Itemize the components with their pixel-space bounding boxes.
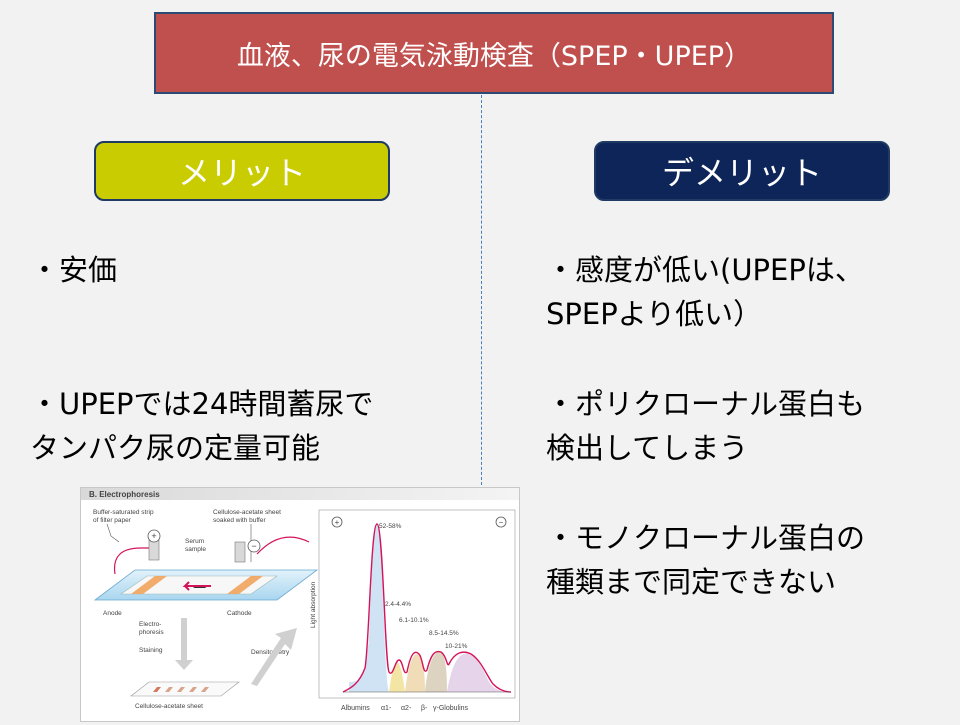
anode-buffer-strip — [131, 576, 167, 594]
leader-buffer — [106, 523, 120, 543]
anode-wire — [113, 547, 149, 575]
demerit-header: デメリット — [594, 141, 890, 201]
label-anode: Anode — [103, 610, 122, 617]
figure-heading: B. Electrophoresis — [89, 490, 160, 499]
axis-label-gamma: γ-Globulins — [433, 705, 469, 712]
label-acetate-sheet-2: soaked with buffer — [213, 517, 266, 524]
slide-title: 血液、尿の電気泳動検査（SPEP・UPEP） — [154, 12, 834, 94]
demerit-item-2: ・ポリクローナル蛋白も 検出してしまう — [546, 382, 865, 470]
density-curve — [342, 523, 512, 693]
label-cathode: Cathode — [227, 610, 252, 617]
axis-label-albumins: Albumins — [341, 705, 370, 712]
process-arrow-right — [251, 628, 297, 686]
alpha2-pct-label: 6.1-10.1% — [399, 617, 429, 624]
gamma-pct-label: 10-21% — [445, 643, 468, 650]
alpha1-pct-label: 2.4-4.4% — [385, 601, 411, 608]
slide-title-text: 血液、尿の電気泳動検査（SPEP・UPEP） — [236, 40, 752, 72]
demerit-item-1: ・感度が低い(UPEPは、 SPEPより低い） — [546, 248, 864, 336]
stained-acetate-sheet — [130, 681, 240, 697]
alpha2-fraction — [405, 654, 425, 692]
anode-electrode: + — [147, 529, 161, 561]
label-serum-1: Serum — [185, 538, 204, 545]
axis-label-alpha2: α2- — [401, 705, 412, 712]
minus-symbol-left: − — [251, 541, 256, 551]
stained-band-1 — [153, 687, 161, 692]
cathode-buffer-strip — [227, 576, 263, 594]
cathode-wire — [256, 536, 310, 555]
albumin-fraction — [349, 524, 389, 692]
axis-label-alpha1: α1- — [381, 705, 392, 712]
process-arrow-down — [175, 618, 193, 670]
demerit-item-2-line-1: ・ポリクローナル蛋白も — [546, 387, 866, 421]
label-staining: Staining — [139, 647, 163, 654]
minus-symbol-right: − — [499, 518, 504, 527]
stained-band-3 — [177, 687, 185, 692]
beta-fraction — [425, 652, 447, 692]
axis-label-beta: β- — [421, 705, 428, 712]
demerit-item-2-line-2: 検出してしまう — [546, 431, 749, 465]
gamma-fraction — [447, 653, 505, 692]
demerit-item-3-line-2: 種類まで同定できない — [546, 565, 837, 599]
label-buffer-strip-2: of filter paper — [93, 517, 132, 524]
merit-item-2-line-2: タンパク尿の定量可能 — [30, 431, 321, 465]
minus-circle-right — [495, 516, 507, 528]
label-acetate-bottom: Cellulose-acetate sheet — [135, 703, 203, 710]
label-serum-2: sample — [185, 546, 206, 553]
electrophoresis-diagram: B. Electrophoresis Buffer-saturated stri… — [81, 488, 519, 712]
label-light-absorption: Light absorption — [310, 581, 317, 628]
plus-symbol-right: + — [335, 518, 340, 527]
demerit-item-3: ・モノクローナル蛋白の 種類まで同定できない — [546, 516, 865, 604]
label-electro-1: Electro- — [139, 621, 161, 628]
demerit-header-label: デメリット — [661, 154, 822, 192]
demerit-item-1-line-2: SPEPより低い） — [546, 297, 763, 331]
beta-pct-label: 8.5-14.5% — [429, 630, 459, 637]
stained-band-4 — [189, 687, 197, 692]
electrophoresis-figure: B. Electrophoresis Buffer-saturated stri… — [80, 487, 520, 722]
demerit-item-1-line-1: ・感度が低い(UPEPは、 — [546, 253, 864, 287]
center-divider — [481, 95, 482, 490]
migration-arrow — [182, 581, 211, 591]
merit-item-2: ・UPEPでは24時間蓄尿で タンパク尿の定量可能 — [30, 382, 373, 470]
alpha1-fraction — [389, 662, 405, 692]
stained-band-5 — [201, 687, 209, 692]
merit-header-label: メリット — [177, 154, 306, 192]
cathode-electrode: − — [234, 539, 261, 563]
label-buffer-strip-1: Buffer-saturated strip — [93, 509, 154, 516]
plus-symbol-left: + — [151, 531, 156, 541]
figure-heading-bar — [81, 488, 519, 500]
label-densitometry: Densitometry — [251, 649, 290, 656]
merit-item-1-line-1: ・安価 — [30, 253, 118, 287]
merit-item-1: ・安価 — [30, 248, 117, 292]
demerit-item-3-line-1: ・モノクローナル蛋白の — [546, 521, 866, 555]
merit-header: メリット — [94, 141, 390, 201]
label-acetate-sheet-1: Cellulose-acetate sheet — [213, 509, 281, 516]
plus-circle-right — [331, 516, 343, 528]
merit-item-2-line-1: ・UPEPでは24時間蓄尿で — [30, 387, 374, 421]
albumin-pct-label: 52-58% — [379, 523, 402, 530]
label-electro-2: phoresis — [139, 629, 164, 636]
stained-band-2 — [165, 687, 173, 692]
